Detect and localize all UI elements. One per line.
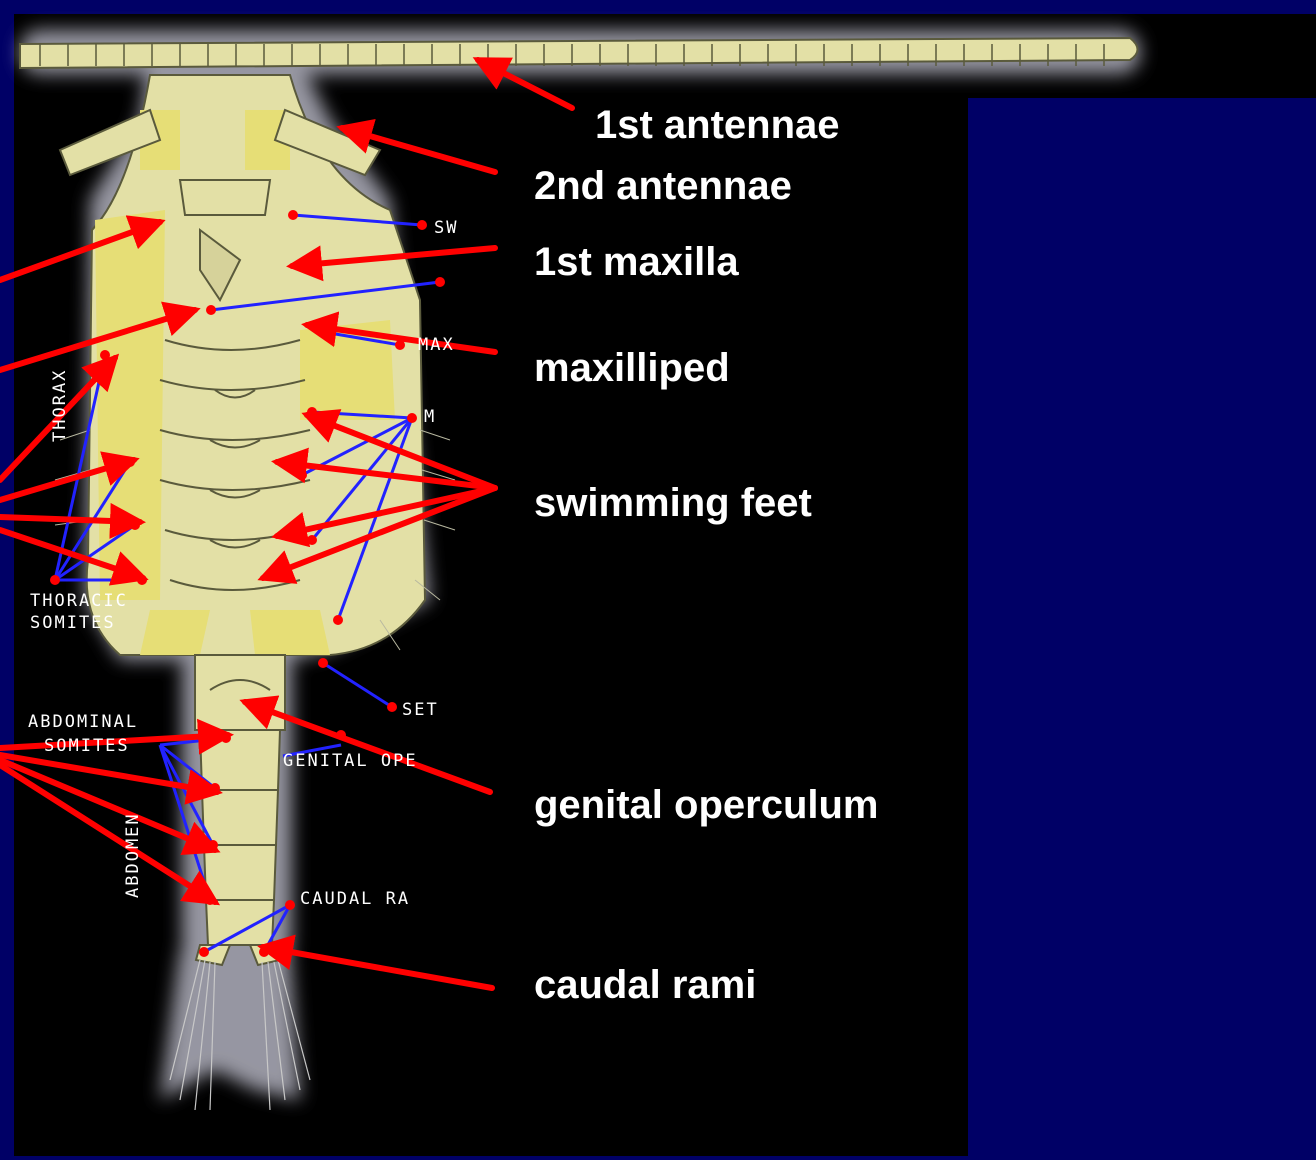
plate-label-caudal-ra: CAUDAL RA [300,891,410,908]
plate-label-max: MAX [418,337,455,354]
label-genital-operculum: genital operculum [534,785,879,825]
plate-label-thoracic: THORACIC [30,593,128,610]
plate-label-genital-ope: GENITAL OPE [283,753,418,770]
plate-label-seta: SET [402,702,439,719]
label-swimming-feet: swimming feet [534,483,812,523]
plate-label-sw: M [424,409,436,426]
label-caudal-rami: caudal rami [534,965,756,1005]
plate-label-abdomen: ABDOMEN [125,812,142,898]
plate-label-abdominal: ABDOMINAL [28,714,138,731]
plate-label-thorax: THORAX [52,369,69,442]
plate-label-somites-abdominal: SOMITES [44,738,130,755]
label-first-maxilla: 1st maxilla [534,242,739,282]
label-first-antennae: 1st antennae [595,105,840,145]
label-maxilliped: maxilliped [534,348,730,388]
plate-label-m: SW [434,220,458,237]
plate-label-somites-thoracic: SOMITES [30,615,116,632]
label-second-antennae: 2nd antennae [534,166,792,206]
abdomen-shape [195,655,285,965]
